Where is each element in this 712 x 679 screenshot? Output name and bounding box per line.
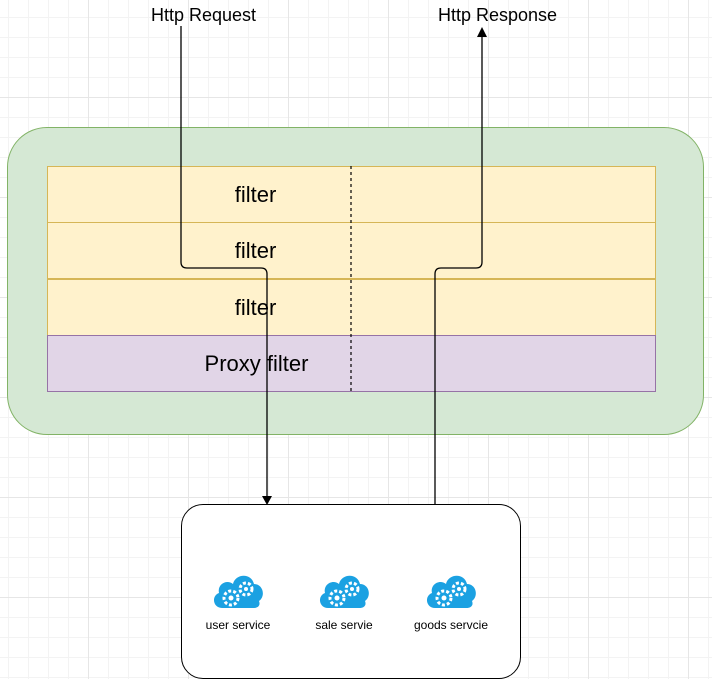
service-goods: goods servcie bbox=[401, 566, 501, 632]
cloud-gears-icon bbox=[294, 566, 394, 612]
filter-label: filter bbox=[234, 294, 277, 320]
service-label: sale servie bbox=[315, 618, 373, 632]
response-arrowhead bbox=[477, 27, 487, 37]
service-user: user service bbox=[188, 566, 288, 632]
filter-label: filter bbox=[234, 181, 277, 207]
request-arrowhead bbox=[262, 496, 272, 505]
response-arrow bbox=[434, 34, 483, 504]
service-label: goods servcie bbox=[413, 618, 489, 632]
service-sale: sale servie bbox=[294, 566, 394, 632]
cloud-gears-icon bbox=[401, 566, 501, 612]
filter-label: filter bbox=[234, 237, 277, 263]
service-label: user service bbox=[205, 618, 271, 632]
http-response-label: Http Response bbox=[438, 5, 558, 25]
cloud-gears-icon bbox=[188, 566, 288, 612]
proxy-filter-label: Proxy filter bbox=[204, 350, 309, 376]
http-request-label: Http Request bbox=[151, 5, 257, 25]
filter-band-1: filter bbox=[47, 166, 656, 223]
request-arrow bbox=[180, 26, 268, 498]
